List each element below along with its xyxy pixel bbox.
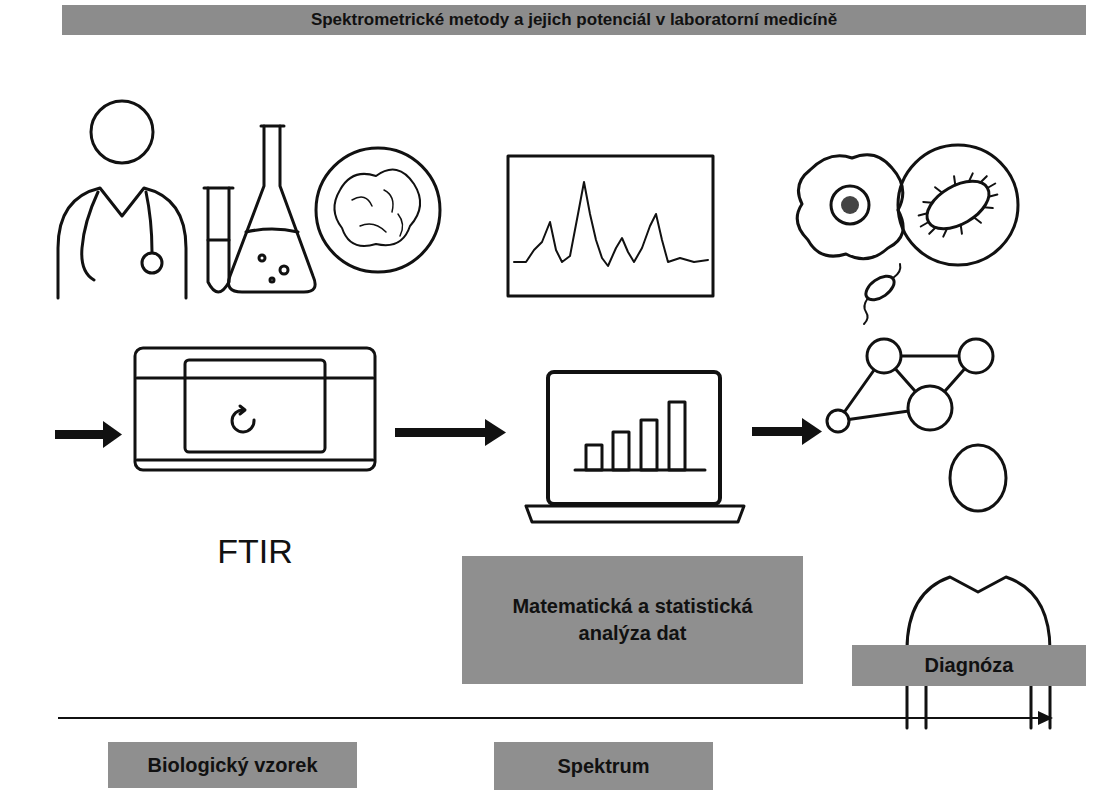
- bacterium-pilus: [943, 228, 947, 236]
- bacterium-pilus: [980, 176, 986, 182]
- bacterium-pilus: [961, 225, 962, 234]
- bacterium-pilus: [987, 184, 995, 189]
- bacterium-pilus: [989, 195, 998, 197]
- doctor-icon: [142, 253, 162, 273]
- flow-arrows: [485, 419, 506, 446]
- network-icon: [827, 410, 849, 432]
- lab-glassware-icon: [270, 278, 274, 282]
- laptop-icon: [526, 506, 744, 522]
- lab-glassware-icon: [259, 255, 265, 261]
- timeline-arrow: [58, 711, 1053, 725]
- patient-icon: [950, 445, 1006, 511]
- illustration: [58, 101, 1050, 728]
- bacterium-pilus: [929, 227, 935, 233]
- instrument-label: FTIR: [135, 532, 375, 571]
- cells-icon: [831, 186, 869, 224]
- tissue-icon: [316, 148, 440, 272]
- laptop-icon: [613, 432, 629, 470]
- bacterium-pilus: [935, 187, 942, 193]
- doctor-icon: [58, 188, 186, 298]
- ftir-instrument: [185, 377, 325, 380]
- box-text: Diagnóza: [925, 652, 1014, 679]
- cells-icon: [919, 172, 997, 239]
- network-icon: [867, 339, 901, 373]
- laptop-icon: [548, 372, 720, 504]
- box-text: Spektrum: [557, 753, 649, 780]
- spectrum-icon: [508, 156, 713, 296]
- lab-glassware-icon: [280, 266, 288, 274]
- flow-arrows: [752, 427, 804, 436]
- laptop-icon: [586, 445, 602, 470]
- lab-glassware-icon: [229, 126, 316, 292]
- cells-icon: [893, 264, 900, 278]
- label-box: Diagnóza: [852, 645, 1086, 686]
- flow-arrows: [395, 428, 487, 437]
- label-box: Biologický vzorek: [108, 742, 357, 788]
- ftir-instrument: [240, 406, 245, 414]
- timeline-arrow: [1038, 711, 1053, 725]
- network-icon: [908, 386, 952, 430]
- lab-glassware-icon: [208, 188, 229, 292]
- title-band: Spektrometrické metody a jejich potenciá…: [62, 5, 1086, 35]
- bacterium-pili: [919, 173, 998, 236]
- flow-arrows: [103, 421, 122, 448]
- label-box: Spektrum: [494, 742, 713, 790]
- bacterium-pilus: [974, 217, 981, 223]
- ftir-instrument: [135, 348, 375, 470]
- laptop-icon: [526, 372, 744, 522]
- lab-glassware-icon: [208, 239, 229, 242]
- bacterium-pilus: [969, 173, 973, 181]
- title-text: Spektrometrické metody a jejich potenciá…: [311, 10, 837, 30]
- lab-glassware-icon: [204, 187, 233, 190]
- doctor-icon: [146, 192, 152, 252]
- cells-icon: [797, 155, 903, 259]
- cells-icon: [841, 196, 859, 214]
- cells-icon: [797, 145, 1018, 324]
- doctor-icon: [58, 101, 186, 298]
- laptop-icon: [669, 402, 685, 470]
- ftir-instrument: [137, 459, 373, 462]
- box-text: Matematická a statistická analýza dat: [487, 593, 779, 647]
- flow-arrows: [55, 418, 822, 448]
- network-icon: [959, 339, 993, 373]
- doctor-icon: [82, 192, 98, 280]
- ftir-instrument: [185, 360, 325, 452]
- lab-glassware-icon: [246, 229, 298, 232]
- spectrum-icon: [508, 156, 713, 296]
- bacterium-pilus: [923, 201, 932, 204]
- label-box: Matematická a statistická analýza dat: [462, 556, 803, 684]
- cells-icon: [864, 298, 868, 324]
- lab-glassware-icon: [204, 126, 315, 292]
- cells-icon: [898, 145, 1018, 265]
- tissue-icon: [352, 190, 403, 236]
- bacterium-pilus: [921, 222, 929, 227]
- spectrum-icon: [514, 182, 708, 266]
- box-text: Biologický vzorek: [147, 752, 317, 779]
- bacterium-pilus: [984, 206, 993, 209]
- flow-arrows: [802, 418, 822, 445]
- doctor-icon: [91, 101, 153, 163]
- tissue-icon: [334, 170, 420, 246]
- ftir-instrument: [137, 377, 373, 380]
- network-icon: [827, 339, 993, 432]
- instrument-name: FTIR: [217, 532, 293, 570]
- ftir-instrument: [135, 348, 375, 470]
- flow-arrows: [55, 430, 105, 439]
- bacterium-pilus: [919, 213, 928, 215]
- bacterium-pilus: [954, 176, 955, 185]
- laptop-icon: [641, 420, 657, 470]
- tissue-icon: [316, 148, 440, 272]
- timeline-arrow: [58, 717, 1040, 719]
